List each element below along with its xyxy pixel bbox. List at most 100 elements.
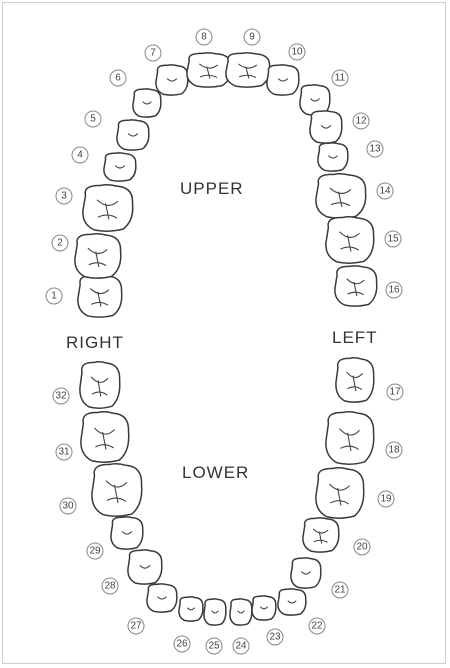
tooth-outline (318, 143, 348, 171)
tooth-outline (303, 518, 339, 552)
tooth-outline (179, 597, 203, 621)
number-text: 1 (51, 291, 57, 302)
tooth-number-26: 26 (174, 636, 190, 652)
number-text: 25 (208, 641, 220, 652)
number-text: 9 (249, 32, 255, 43)
tooth-number-15: 15 (385, 231, 401, 247)
tooth-outline (78, 275, 122, 317)
lower-label: LOWER (182, 463, 249, 482)
number-text: 30 (62, 501, 74, 512)
tooth-number-16: 16 (386, 282, 402, 298)
number-text: 21 (334, 585, 346, 596)
tooth-27 (147, 584, 177, 612)
number-text: 7 (150, 48, 156, 59)
tooth-number-25: 25 (206, 638, 222, 654)
tooth-number-24: 24 (233, 638, 249, 654)
number-text: 13 (369, 144, 381, 155)
tooth-10 (267, 65, 299, 95)
tooth-21 (291, 558, 321, 588)
left-label: LEFT (332, 328, 378, 347)
tooth-outline (147, 584, 177, 612)
tooth-outline (80, 362, 120, 408)
tooth-6 (133, 89, 161, 117)
tooth-outline (92, 464, 142, 516)
number-text: 5 (90, 114, 96, 125)
tooth-outline (326, 412, 374, 464)
tooth-3 (83, 185, 133, 231)
tooth-number-21: 21 (332, 582, 348, 598)
tooth-number-3: 3 (56, 188, 72, 204)
tooth-12 (310, 111, 342, 143)
tooth-number-22: 22 (309, 618, 325, 634)
number-text: 4 (77, 150, 83, 161)
number-text: 11 (335, 73, 346, 84)
number-text: 26 (176, 639, 188, 650)
tooth-number-2: 2 (52, 235, 68, 251)
tooth-8 (187, 53, 231, 87)
number-text: 31 (58, 447, 70, 458)
number-text: 32 (55, 391, 67, 402)
number-text: 14 (379, 186, 391, 197)
tooth-outline (316, 468, 364, 518)
tooth-30 (92, 464, 142, 516)
tooth-number-31: 31 (56, 444, 72, 460)
number-text: 20 (356, 542, 368, 553)
tooth-number-29: 29 (87, 543, 103, 559)
number-text: 15 (387, 234, 399, 245)
tooth-outline (75, 234, 121, 278)
tooth-26 (179, 597, 203, 621)
tooth-22 (278, 589, 306, 615)
tooth-15 (326, 217, 374, 263)
number-text: 8 (201, 32, 207, 43)
number-text: 2 (57, 238, 63, 249)
tooth-outline (156, 65, 188, 95)
tooth-14 (316, 174, 366, 218)
number-text: 10 (291, 47, 303, 58)
tooth-number-32: 32 (53, 388, 69, 404)
tooth-number-7: 7 (145, 45, 161, 61)
number-text: 23 (269, 632, 281, 643)
tooth-outline (204, 599, 226, 625)
number-text: 24 (235, 641, 247, 652)
tooth-outline (226, 53, 270, 87)
tooth-18 (326, 412, 374, 464)
tooth-7 (156, 65, 188, 95)
tooth-outline (230, 599, 252, 625)
number-text: 6 (115, 73, 121, 84)
number-text: 29 (89, 546, 101, 557)
tooth-number-11: 11 (332, 70, 348, 86)
tooth-5 (117, 120, 149, 150)
tooth-outline (81, 412, 129, 462)
number-text: 19 (380, 494, 392, 505)
tooth-number-28: 28 (102, 578, 118, 594)
tooth-17 (336, 358, 374, 402)
tooth-outline (316, 174, 366, 218)
tooth-number-1: 1 (46, 288, 62, 304)
tooth-number-27: 27 (128, 618, 144, 634)
number-text: 22 (311, 621, 323, 632)
number-text: 18 (388, 445, 400, 456)
tooth-outline (187, 53, 231, 87)
tooth-outline (128, 550, 162, 584)
tooth-number-17: 17 (387, 384, 403, 400)
tooth-outline (252, 596, 276, 620)
tooth-outline (310, 111, 342, 143)
tooth-2 (75, 234, 121, 278)
tooth-number-6: 6 (110, 70, 126, 86)
number-text: 16 (388, 285, 400, 296)
tooth-outline (267, 65, 299, 95)
tooth-4 (104, 153, 136, 181)
tooth-19 (316, 468, 364, 518)
tooth-13 (318, 143, 348, 171)
right-label: RIGHT (66, 333, 124, 352)
tooth-24 (230, 599, 252, 625)
tooth-outline (335, 266, 377, 306)
tooth-outline (326, 217, 374, 263)
tooth-number-18: 18 (386, 442, 402, 458)
tooth-outline (133, 89, 161, 117)
tooth-number-13: 13 (367, 141, 383, 157)
tooth-outline (117, 120, 149, 150)
tooth-outline (83, 185, 133, 231)
tooth-outline (278, 589, 306, 615)
